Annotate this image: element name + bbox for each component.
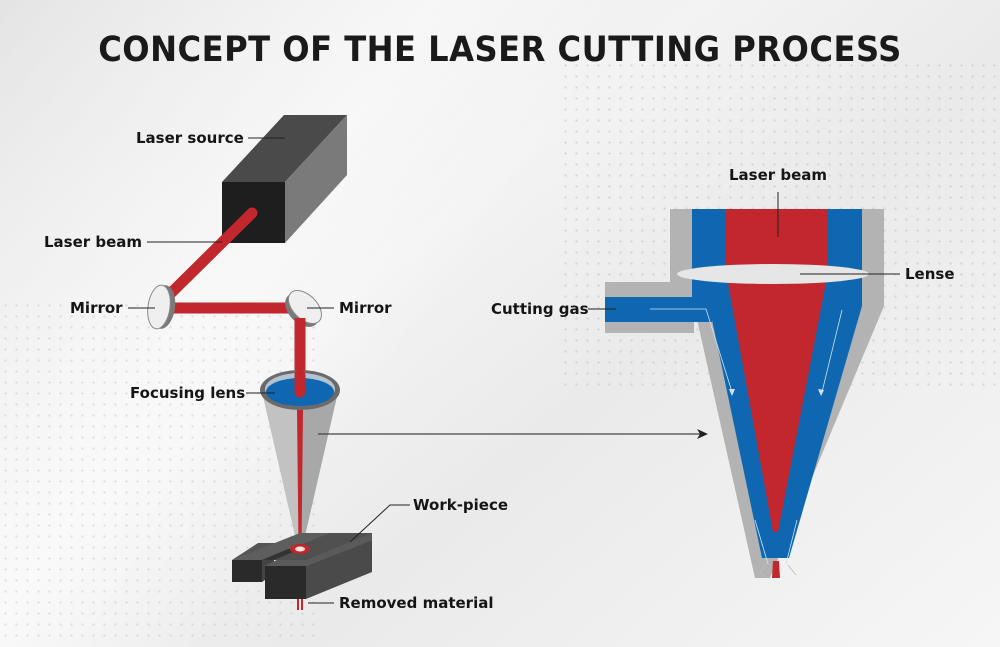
label-removed-material: Removed material: [339, 594, 494, 612]
leader-lines-left: [128, 137, 410, 604]
work-piece-shape: [232, 533, 372, 610]
focusing-cone: [260, 369, 340, 545]
label-mirror-right: Mirror: [339, 299, 392, 317]
label-laser-beam-left: Laser beam: [44, 233, 143, 251]
label-laser-source: Laser source: [136, 129, 244, 147]
mirror-left-shape: [147, 284, 176, 330]
label-work-piece: Work-piece: [413, 496, 509, 514]
label-lense: Lense: [905, 265, 955, 283]
label-focusing-lens: Focusing lens: [130, 384, 246, 402]
label-mirror-left: Mirror: [70, 299, 123, 317]
label-cutting-gas: Cutting gas: [491, 300, 589, 318]
nozzle-cross-section: [605, 209, 884, 578]
mirror-right-shape: [285, 290, 322, 327]
page-title: CONCEPT OF THE LASER CUTTING PROCESS: [98, 30, 902, 70]
laser-beam-segment-1: [158, 207, 258, 306]
label-laser-beam-right: Laser beam: [729, 166, 828, 184]
leader-lines-right: [588, 192, 900, 310]
connector-arrow-head: [697, 429, 708, 439]
